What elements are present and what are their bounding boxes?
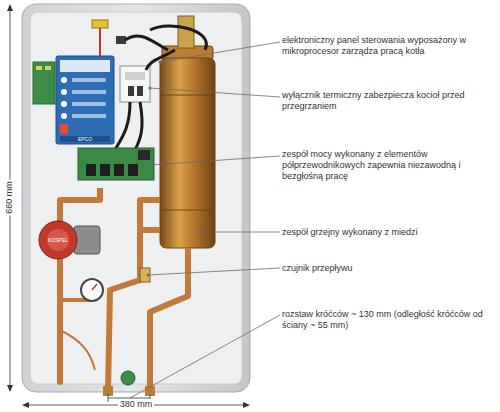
label-bg: 660 mm [4,179,14,216]
leader-lines [130,42,280,398]
control-panel [56,56,114,144]
pcb [33,62,55,104]
callout-text: rozstaw króćców ~ 130 mm (odległość króć… [282,309,496,331]
pump [39,221,77,259]
dimension-label: 660 mm [4,168,15,228]
back-plate [30,12,242,384]
dimension-lines [7,4,250,408]
callout-text: czujnik przepływu [282,263,496,274]
power-module [78,148,154,180]
callout-text: wyłącznik termiczny zabezpiecza kocioł p… [282,90,496,112]
flow-valve [121,371,135,385]
pressure-gauge [81,279,103,301]
callout-text: zespół grzejny wykonany z miedzi [282,227,496,238]
callout-text: zespół mocy wykonany z elementów półprze… [282,149,496,182]
thermal-switch [120,66,150,102]
copper-heater [160,58,215,248]
cabinet [22,4,250,392]
callout-text: elektroniczny panel sterowania wyposażon… [282,35,496,57]
label-bg: 380 mm [118,399,155,409]
dimension-label: 380 mm [106,399,166,410]
brand-label: EPCO [60,136,110,142]
flow-sensor [140,268,150,282]
brand-label: KOSPEL [38,237,78,243]
